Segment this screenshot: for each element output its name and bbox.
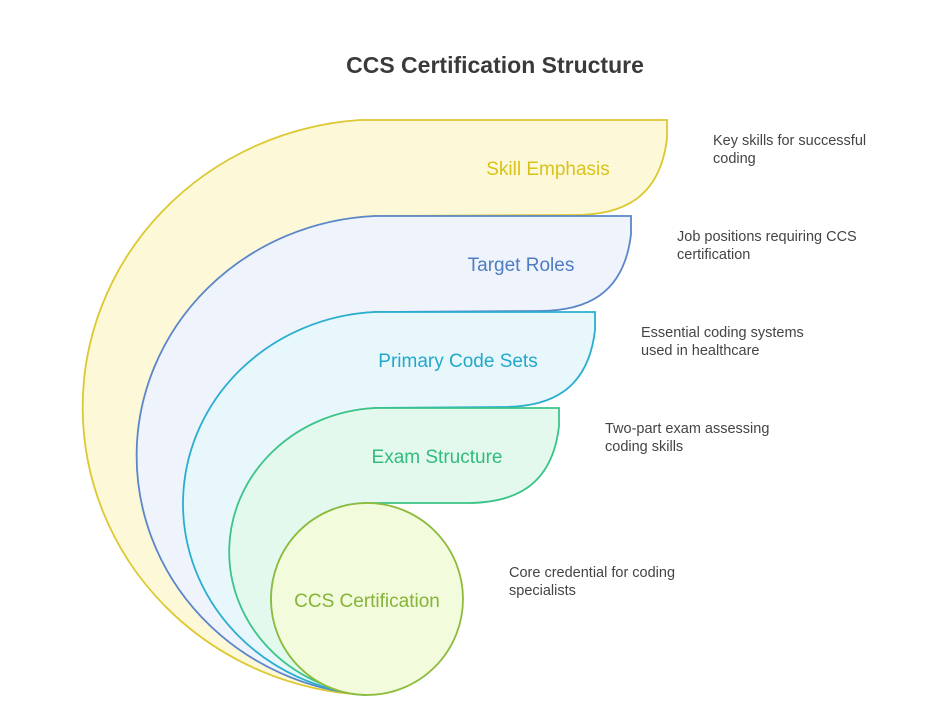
description-line: coding — [713, 151, 756, 167]
layer-label-target-roles: Target Roles — [468, 255, 575, 276]
layer-label-exam-structure: Exam Structure — [372, 447, 503, 468]
description-line: specialists — [509, 583, 576, 599]
description-line: Key skills for successful — [713, 133, 867, 149]
diagram-title: CCS Certification Structure — [346, 52, 644, 78]
layer-label-primary-code-sets: Primary Code Sets — [378, 351, 537, 372]
description-line: Job positions requiring CCS — [677, 229, 857, 245]
description-line: Essential coding systems — [641, 325, 804, 341]
layer-shape-ccs-certification — [270, 502, 464, 696]
layer-label-ccs-certification: CCS Certification — [294, 591, 440, 612]
layer-label-skill-emphasis: Skill Emphasis — [486, 159, 610, 180]
description-exam-structure: Two-part exam assessing coding skills — [605, 420, 769, 456]
description-ccs-certification: Core credential for coding specialists — [509, 564, 675, 600]
description-line: coding skills — [605, 439, 684, 455]
description-skill-emphasis: Key skills for successful coding — [713, 132, 866, 168]
description-primary-code-sets: Essential coding systems used in healthc… — [641, 324, 804, 360]
description-line: used in healthcare — [641, 343, 760, 359]
description-line: certification — [677, 247, 751, 263]
description-line: Core credential for coding — [509, 565, 676, 581]
description-line: Two-part exam assessing — [605, 421, 770, 437]
description-target-roles: Job positions requiring CCS certificatio… — [677, 228, 857, 264]
